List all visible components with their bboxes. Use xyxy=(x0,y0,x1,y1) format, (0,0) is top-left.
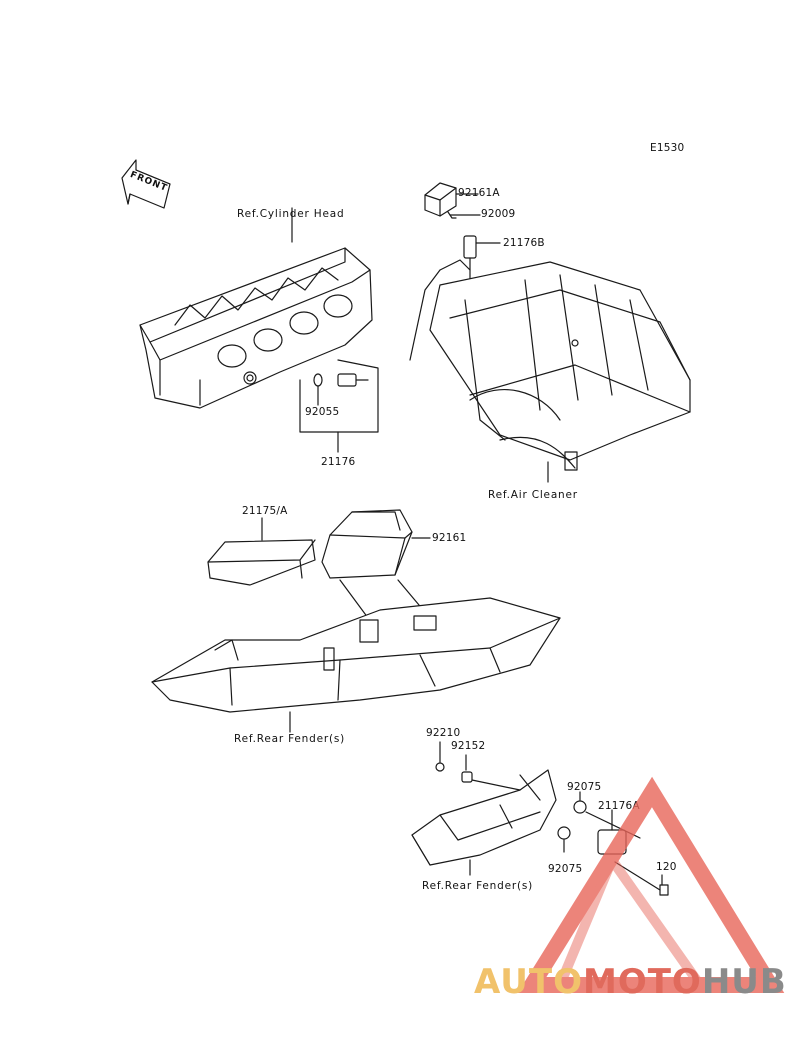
watermark-moto: MOTO xyxy=(582,962,702,1002)
part-92161: 92161 xyxy=(432,532,467,544)
ref-rear-fender-2: Ref.Rear Fender(s) xyxy=(422,880,534,892)
part-21175a: 21175/A xyxy=(242,505,288,517)
part-92055: 92055 xyxy=(305,406,340,418)
air-cleaner xyxy=(409,259,691,483)
diagram-code: E1530 xyxy=(650,142,685,154)
ecu-21175a xyxy=(207,517,316,586)
sensor-21176 xyxy=(299,359,379,453)
part-92161a: 92161A xyxy=(458,187,500,199)
watermark-text: AUTOMOTOHUB xyxy=(474,962,787,1002)
part-92075-a: 92075 xyxy=(567,781,602,793)
watermark-auto: AUTO xyxy=(474,962,583,1002)
part-21176: 21176 xyxy=(321,456,356,468)
front-arrow-icon xyxy=(121,159,171,209)
part-120: 120 xyxy=(656,861,677,873)
part-21176b: 21176B xyxy=(503,237,545,249)
part-92075-b: 92075 xyxy=(548,863,583,875)
part-92009: 92009 xyxy=(481,208,516,220)
rear-fender-large xyxy=(151,597,561,733)
part-92152: 92152 xyxy=(451,740,486,752)
rear-fender-small xyxy=(411,741,669,896)
watermark-hub: HUB xyxy=(701,962,787,1002)
ref-cylinder-head: Ref.Cylinder Head xyxy=(237,208,345,220)
part-21176a: 21176A xyxy=(598,800,640,812)
ref-air-cleaner: Ref.Air Cleaner xyxy=(488,489,578,501)
cylinder-head xyxy=(139,207,373,409)
ref-rear-fender-1: Ref.Rear Fender(s) xyxy=(234,733,346,745)
part-92210: 92210 xyxy=(426,727,461,739)
air-cleaner-fittings xyxy=(424,182,501,281)
